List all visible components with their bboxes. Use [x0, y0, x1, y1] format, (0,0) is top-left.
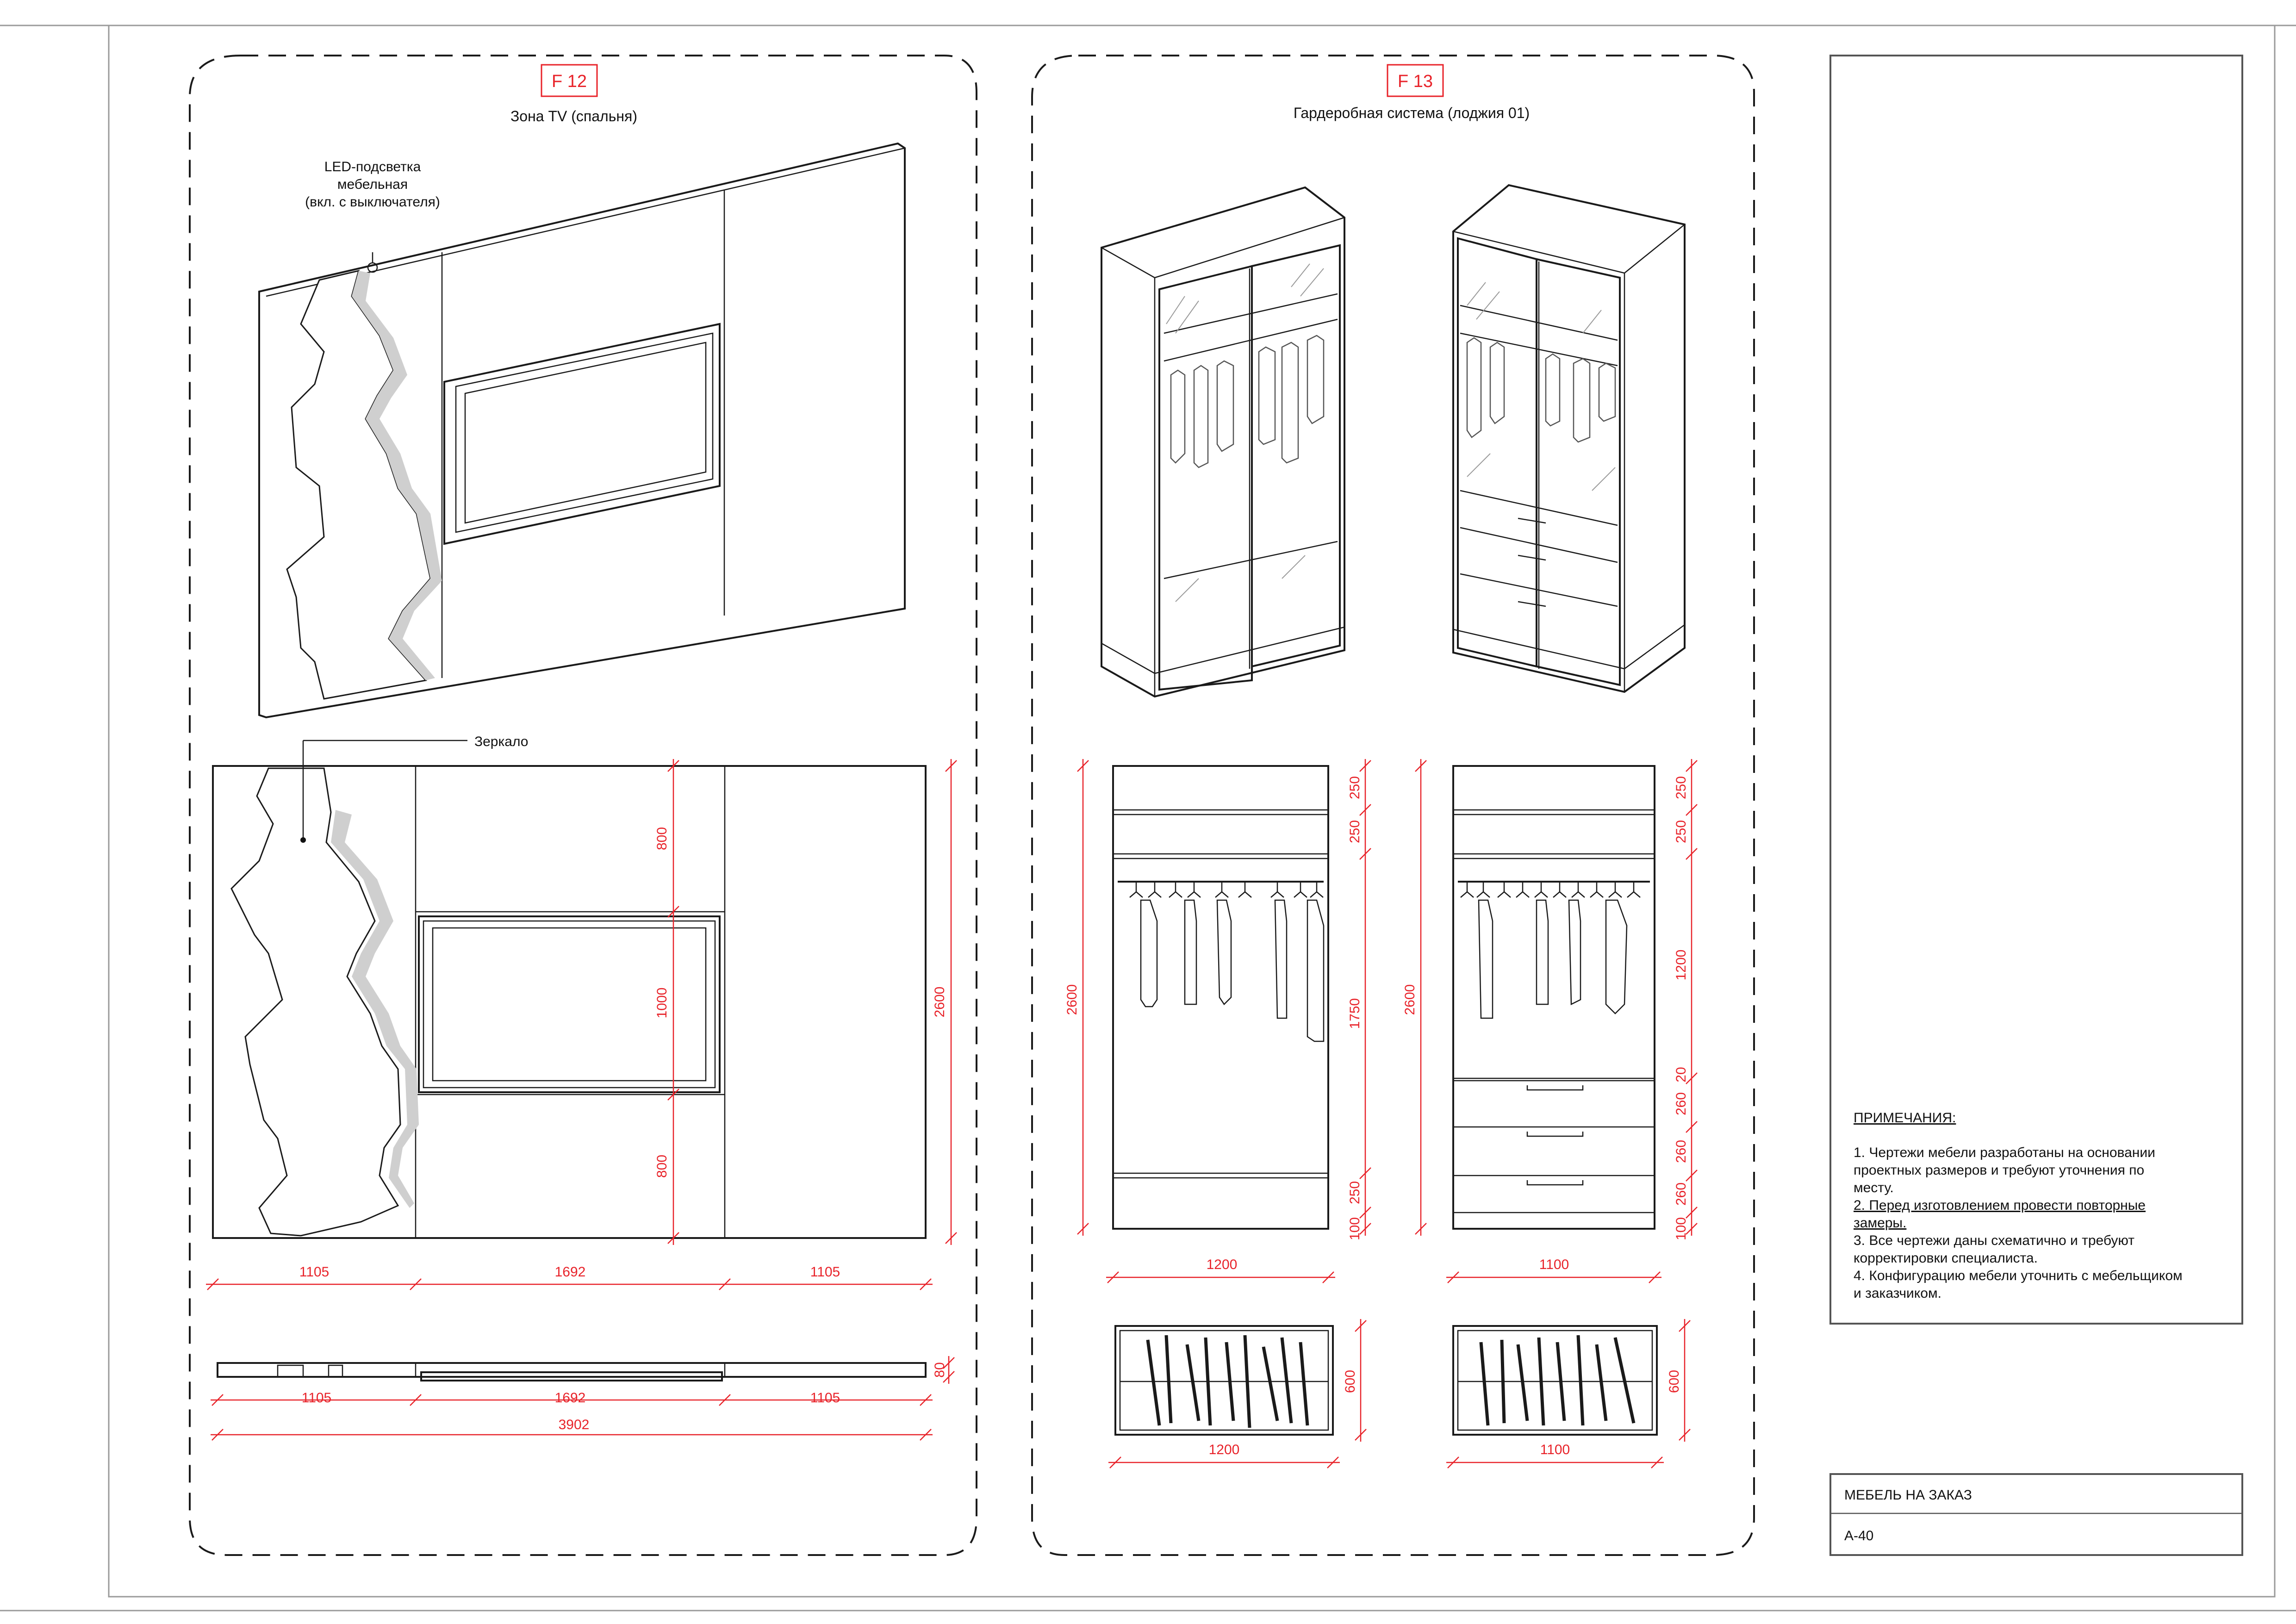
f12-plan-view [211, 1356, 955, 1441]
stamp-title: МЕБЕЛЬ НА ЗАКАЗ [1844, 1487, 1972, 1503]
f13-right-d1200: 1200 [1674, 950, 1689, 981]
stamp-sheet-number: А-40 [1844, 1528, 1873, 1543]
f12-dim-h1105b: 1105 [810, 1264, 840, 1280]
f13-left-plan-depth: 600 [1343, 1370, 1358, 1393]
f13-right-plan-depth: 600 [1667, 1370, 1682, 1393]
notes-line-5: замеры. [1854, 1215, 1906, 1231]
notes-line-7: корректировки специалиста. [1854, 1251, 2038, 1266]
notes-line-9: и заказчиком. [1854, 1286, 1941, 1301]
f12-led-label-3: (вкл. с выключателя) [305, 194, 440, 210]
f12-dim-p1105b: 1105 [810, 1390, 840, 1406]
f13-dashed-outline [1031, 55, 1755, 1556]
f12-mirror-label: Зеркало [474, 734, 528, 749]
f13-iso-wardrobe-right [1452, 184, 1686, 693]
f12-dim-v1000: 1000 [654, 988, 670, 1019]
f13-right-d260c: 260 [1674, 1182, 1689, 1206]
sheet-border [108, 25, 2276, 1598]
f13-code-box [1387, 64, 1444, 97]
f12-front-dims [206, 759, 958, 1291]
f13-left-d250a: 250 [1347, 776, 1363, 799]
f13-right-d100: 100 [1674, 1217, 1689, 1240]
notes-line-1: 1. Чертежи мебели разработаны на основан… [1854, 1145, 2155, 1160]
f13-iso-wardrobe-left [1101, 186, 1345, 698]
f12-dim-v800a: 800 [654, 827, 670, 850]
f13-right-d250a: 250 [1674, 776, 1689, 799]
f13-right-width: 1100 [1539, 1257, 1569, 1272]
f13-left-plan-width: 1200 [1209, 1442, 1240, 1457]
notes-line-3: месту. [1854, 1180, 1894, 1195]
f12-code: F 12 [552, 72, 587, 91]
notes-line-4: 2. Перед изготовлением провести повторны… [1854, 1198, 2146, 1213]
f13-right-d20: 20 [1674, 1067, 1689, 1082]
f12-dim-p1692: 1692 [555, 1390, 586, 1406]
f13-code: F 13 [1398, 72, 1433, 91]
f12-dim-p1105a: 1105 [302, 1390, 332, 1406]
f13-left-width: 1200 [1207, 1257, 1238, 1272]
f12-dim-h1692: 1692 [555, 1264, 586, 1280]
f13-left-d2600: 2600 [1064, 984, 1080, 1015]
title-stamp: МЕБЕЛЬ НА ЗАКАЗ А-40 [1829, 1473, 2243, 1556]
f12-dashed-outline [189, 55, 977, 1556]
f13-plan-left [1108, 1319, 1367, 1469]
f12-code-box [541, 64, 598, 97]
notes-block: ПРИМЕЧАНИЯ: 1. Чертежи мебели разработан… [1829, 55, 2243, 1325]
f13-right-d250b: 250 [1674, 820, 1689, 843]
f13-left-d100: 100 [1347, 1217, 1363, 1240]
f12-led-label-1: LED-подсветка [324, 159, 421, 174]
f12-led-label-2: мебельная [337, 177, 408, 192]
f13-left-d1750: 1750 [1347, 998, 1363, 1029]
notes-line-6: 3. Все чертежи даны схематично и требуют [1854, 1233, 2134, 1248]
f13-right-d260a: 260 [1674, 1092, 1689, 1115]
f13-right-d2600: 2600 [1402, 984, 1418, 1015]
notes-line-8: 4. Конфигурацию мебели уточнить с мебель… [1854, 1268, 2183, 1283]
f12-dim-p80: 80 [932, 1362, 947, 1377]
f12-dim-total: 3902 [559, 1417, 590, 1432]
f13-panel: F 13 Гардеробная система (лоджия 01) [1031, 55, 1755, 1556]
f12-panel: F 12 Зона TV (спальня) LED-подсветка меб… [189, 55, 977, 1556]
f13-right-plan-width: 1100 [1540, 1442, 1570, 1457]
notes-title: ПРИМЕЧАНИЯ: [1854, 1110, 1956, 1126]
f12-dim-v800b: 800 [654, 1155, 670, 1178]
f13-left-d250b: 250 [1347, 820, 1363, 843]
f13-left-d250c: 250 [1347, 1181, 1363, 1204]
f13-front-right [1414, 759, 1698, 1284]
f13-plan-right [1446, 1319, 1691, 1469]
f13-right-d260b: 260 [1674, 1140, 1689, 1163]
f12-dim-v2600: 2600 [932, 987, 947, 1018]
notes-line-2: проектных размеров и требуют уточнения п… [1854, 1163, 2144, 1178]
f12-dim-h1105a: 1105 [299, 1264, 330, 1280]
f12-title: Зона TV (спальня) [510, 108, 637, 124]
f12-front-elevation [212, 740, 927, 1239]
f12-isometric-view [258, 142, 906, 719]
f13-title: Гардеробная система (лоджия 01) [1294, 105, 1530, 121]
f13-front-left [1076, 759, 1372, 1284]
